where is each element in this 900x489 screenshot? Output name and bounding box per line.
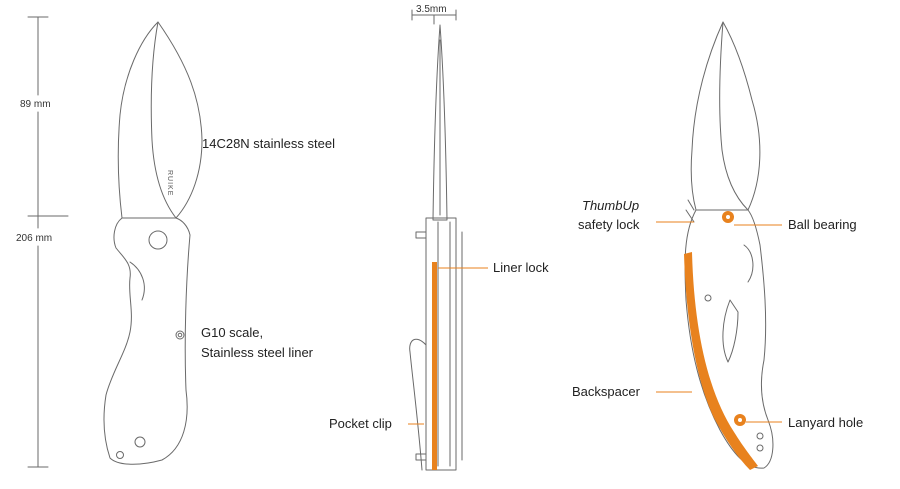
dim-blade-thickness: 3.5mm — [416, 4, 447, 15]
dimension-lines — [27, 16, 69, 468]
tail-screw — [116, 451, 124, 459]
label-liner-lock: Liner lock — [493, 260, 549, 275]
callout-lines — [408, 221, 782, 425]
dim-blade-length: 89 mm — [20, 99, 51, 110]
label-lanyard-hole: Lanyard hole — [788, 415, 864, 430]
knife-side-view-left — [103, 21, 203, 465]
pivot-screw-inner — [177, 332, 183, 338]
dim-overall-length: 206 mm — [16, 233, 53, 244]
pivot-screw — [175, 330, 185, 340]
orange-accents — [432, 211, 758, 470]
handle-outline — [103, 217, 191, 465]
lanyard-screw — [134, 436, 146, 448]
blade-grind-line — [150, 21, 177, 219]
backspacer-strip — [684, 252, 758, 470]
knife-spine-view — [409, 9, 463, 471]
knife-side-view-right — [684, 21, 774, 469]
label-ball-bearing: Ball bearing — [788, 217, 857, 232]
label-pocket-clip: Pocket clip — [329, 416, 392, 431]
label-handle-line2: Stainless steel liner — [201, 345, 313, 360]
brand-mark: RUIKE — [166, 170, 173, 196]
label-thumbup-line2: safety lock — [578, 217, 640, 232]
liner-strip — [432, 262, 437, 470]
label-blade-steel: 14C28N stainless steel — [202, 136, 335, 151]
blade-outline-right — [690, 21, 761, 211]
handle-outline-right — [684, 209, 774, 469]
thumb-hole — [148, 230, 168, 250]
finger-choil — [129, 261, 145, 301]
pocket-clip — [409, 338, 427, 471]
label-handle-line1: G10 scale, — [201, 325, 264, 340]
cutout — [722, 299, 739, 363]
handle-spine — [425, 217, 457, 471]
blade-spine — [432, 24, 448, 221]
label-backspacer: Backspacer — [572, 384, 640, 399]
label-thumbup-line1: ThumbUp — [582, 198, 640, 213]
